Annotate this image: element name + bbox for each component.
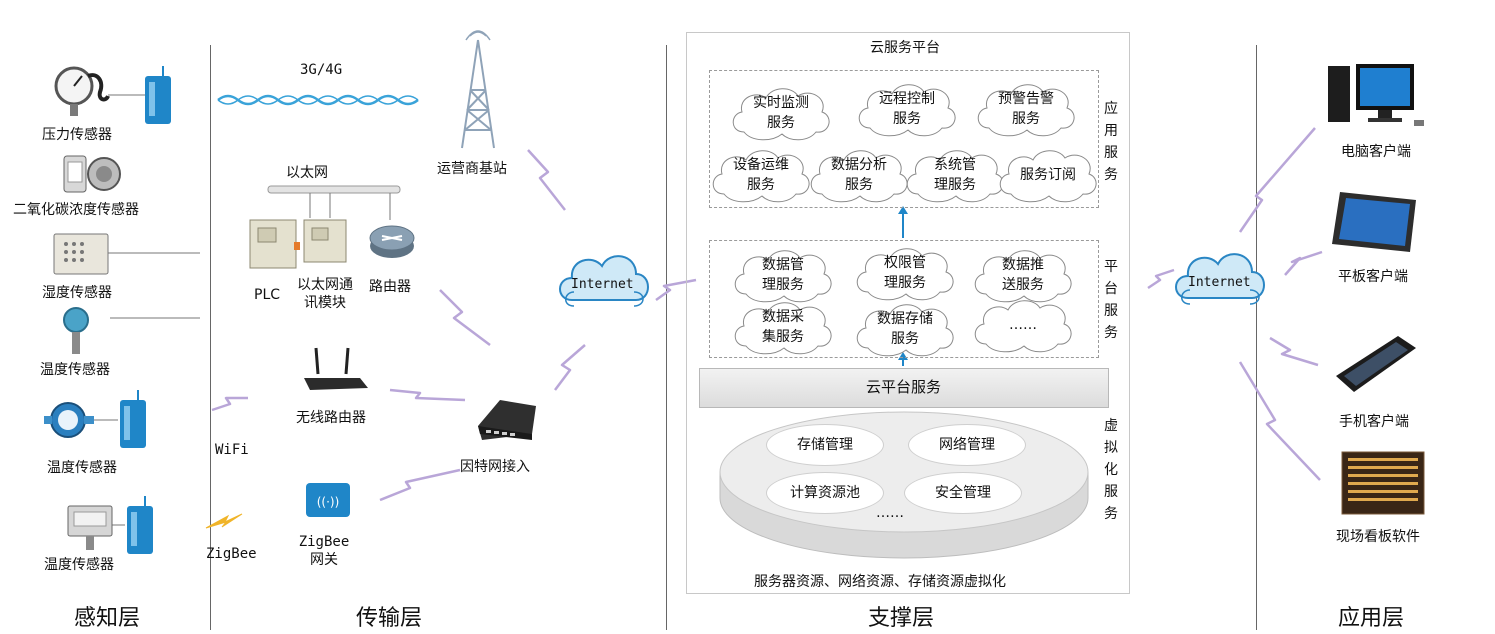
label-eth-module: 以太网通 讯模块 (297, 277, 353, 311)
internet-cloud-left-icon (559, 255, 649, 307)
service-label: 数据采 集服务 (762, 309, 804, 345)
service-label: 系统管 理服务 (934, 157, 976, 193)
mobile-phone-icon (1336, 336, 1416, 392)
label-base-station: 运营商基站 (437, 161, 507, 177)
label-co2-sensor: 二氧化碳浓度传感器 (13, 202, 139, 218)
layer-title-transport: 传输层 (356, 606, 423, 631)
internet-cloud-right-icon (1175, 253, 1265, 305)
service-cloud: 数据推 送服务 (970, 246, 1076, 304)
label-internet-access: 因特网接入 (460, 459, 530, 475)
service-label: 数据管 理服务 (762, 257, 804, 293)
service-cloud: 设备运维 服务 (708, 146, 814, 204)
wireless-transmitter-icon (127, 496, 153, 554)
label-board-software: 现场看板软件 (1336, 529, 1420, 545)
label-humidity-sensor: 湿度传感器 (42, 285, 112, 301)
label-plc: PLC (254, 287, 281, 303)
temperature-box-icon (67, 505, 113, 550)
tablet-icon (1332, 192, 1416, 252)
label-pc-client: 电脑客户端 (1341, 144, 1411, 160)
label-tablet-client: 平板客户端 (1338, 269, 1408, 285)
service-cloud: …… (970, 296, 1076, 354)
service-cloud: 系统管 理服务 (902, 146, 1008, 204)
service-label: 设备运维 服务 (733, 157, 789, 193)
service-label: …… (1009, 317, 1037, 333)
internet-left-label: Internet (571, 277, 634, 292)
divider-perception-transport (210, 45, 211, 630)
service-cloud: 实时监测 服务 (728, 84, 834, 142)
service-label: 实时监测 服务 (753, 95, 809, 131)
label-3g4g: 3G/4G (300, 62, 343, 78)
cloud-platform-bar (699, 368, 1109, 408)
label-temp-sensor-2: 温度传感器 (47, 460, 117, 476)
app-services-group (709, 70, 1099, 208)
wireless-transmitter-icon (145, 66, 171, 124)
platform-services-label: 平 台 服 务 (1104, 259, 1118, 341)
layer-title-support: 支撑层 (868, 606, 935, 631)
virtual-item: 存储管理 (766, 424, 884, 466)
temperature-probe-icon (63, 307, 89, 354)
service-cloud: 权限管 理服务 (852, 244, 958, 302)
label-temp-sensor-1: 温度传感器 (40, 362, 110, 378)
virtual-item-ellipsis: …… (876, 505, 904, 521)
label-wireless-router: 无线路由器 (296, 410, 366, 426)
modem-icon (478, 400, 536, 440)
divider-support-application (1256, 45, 1257, 630)
label-zigbee-gateway: ZigBee 网关 (298, 534, 350, 568)
cloud-platform-title: 云服务平台 (870, 40, 940, 56)
cloud-platform-bar-label: 云平台服务 (866, 378, 942, 396)
service-label: 远程控制 服务 (879, 91, 935, 127)
zigbee-gateway-icon: ((·)) (306, 483, 350, 517)
service-cloud: 数据采 集服务 (730, 298, 836, 356)
ethernet-module-icon (303, 219, 347, 263)
label-wifi: WiFi (215, 442, 249, 458)
app-services-label: 应 用 服 务 (1104, 101, 1118, 183)
service-label: 数据推 送服务 (1002, 257, 1044, 293)
virtual-item: 计算资源池 (766, 472, 884, 514)
layer-title-perception: 感知层 (74, 606, 141, 631)
service-cloud: 数据存储 服务 (852, 300, 958, 358)
service-label: 数据存储 服务 (877, 311, 933, 347)
cell-tower-icon (461, 30, 495, 149)
router-icon (369, 225, 415, 258)
service-label: 预警告警 服务 (998, 91, 1054, 127)
service-label: 权限管 理服务 (884, 255, 926, 291)
zigbee-bolt (205, 513, 243, 529)
service-label: 服务订阅 (1020, 167, 1076, 183)
wireless-transmitter-icon (120, 390, 146, 448)
service-cloud: 预警告警 服务 (973, 80, 1079, 138)
display-board-icon (1341, 451, 1425, 515)
label-ethernet: 以太网 (286, 165, 328, 181)
humidity-sensor-icon (53, 233, 109, 275)
label-pressure-sensor: 压力传感器 (42, 127, 112, 143)
water-meter-icon (44, 402, 94, 438)
label-phone-client: 手机客户端 (1339, 414, 1409, 430)
wireless-router-icon (304, 347, 368, 390)
label-zigbee: ZigBee (206, 546, 257, 562)
virtual-item: 网络管理 (908, 424, 1026, 466)
service-label: 数据分析 服务 (831, 157, 887, 193)
platform-services-group (709, 240, 1099, 358)
divider-transport-support (666, 45, 667, 630)
service-cloud: 服务订阅 (995, 146, 1101, 204)
cloud-footer: 服务器资源、网络资源、存储资源虚拟化 (754, 574, 1006, 590)
service-cloud: 数据管 理服务 (730, 246, 836, 304)
layer-title-application: 应用层 (1338, 606, 1405, 631)
label-router: 路由器 (369, 279, 411, 295)
co2-sensor-icon (63, 155, 121, 193)
label-temp-sensor-3: 温度传感器 (44, 557, 114, 573)
virtual-services-label: 虚 拟 化 服 务 (1104, 418, 1118, 522)
cloud-platform-frame (686, 32, 1130, 594)
plc-icon (249, 219, 300, 269)
svg-text:((·)): ((·)) (317, 495, 340, 509)
service-cloud: 数据分析 服务 (806, 146, 912, 204)
desktop-computer-icon (1328, 64, 1424, 126)
ethernet-bus (267, 185, 401, 194)
pressure-gauge-icon (54, 66, 110, 116)
service-cloud: 远程控制 服务 (854, 80, 960, 138)
virtual-item: 安全管理 (904, 472, 1022, 514)
internet-right-label: Internet (1188, 275, 1251, 290)
